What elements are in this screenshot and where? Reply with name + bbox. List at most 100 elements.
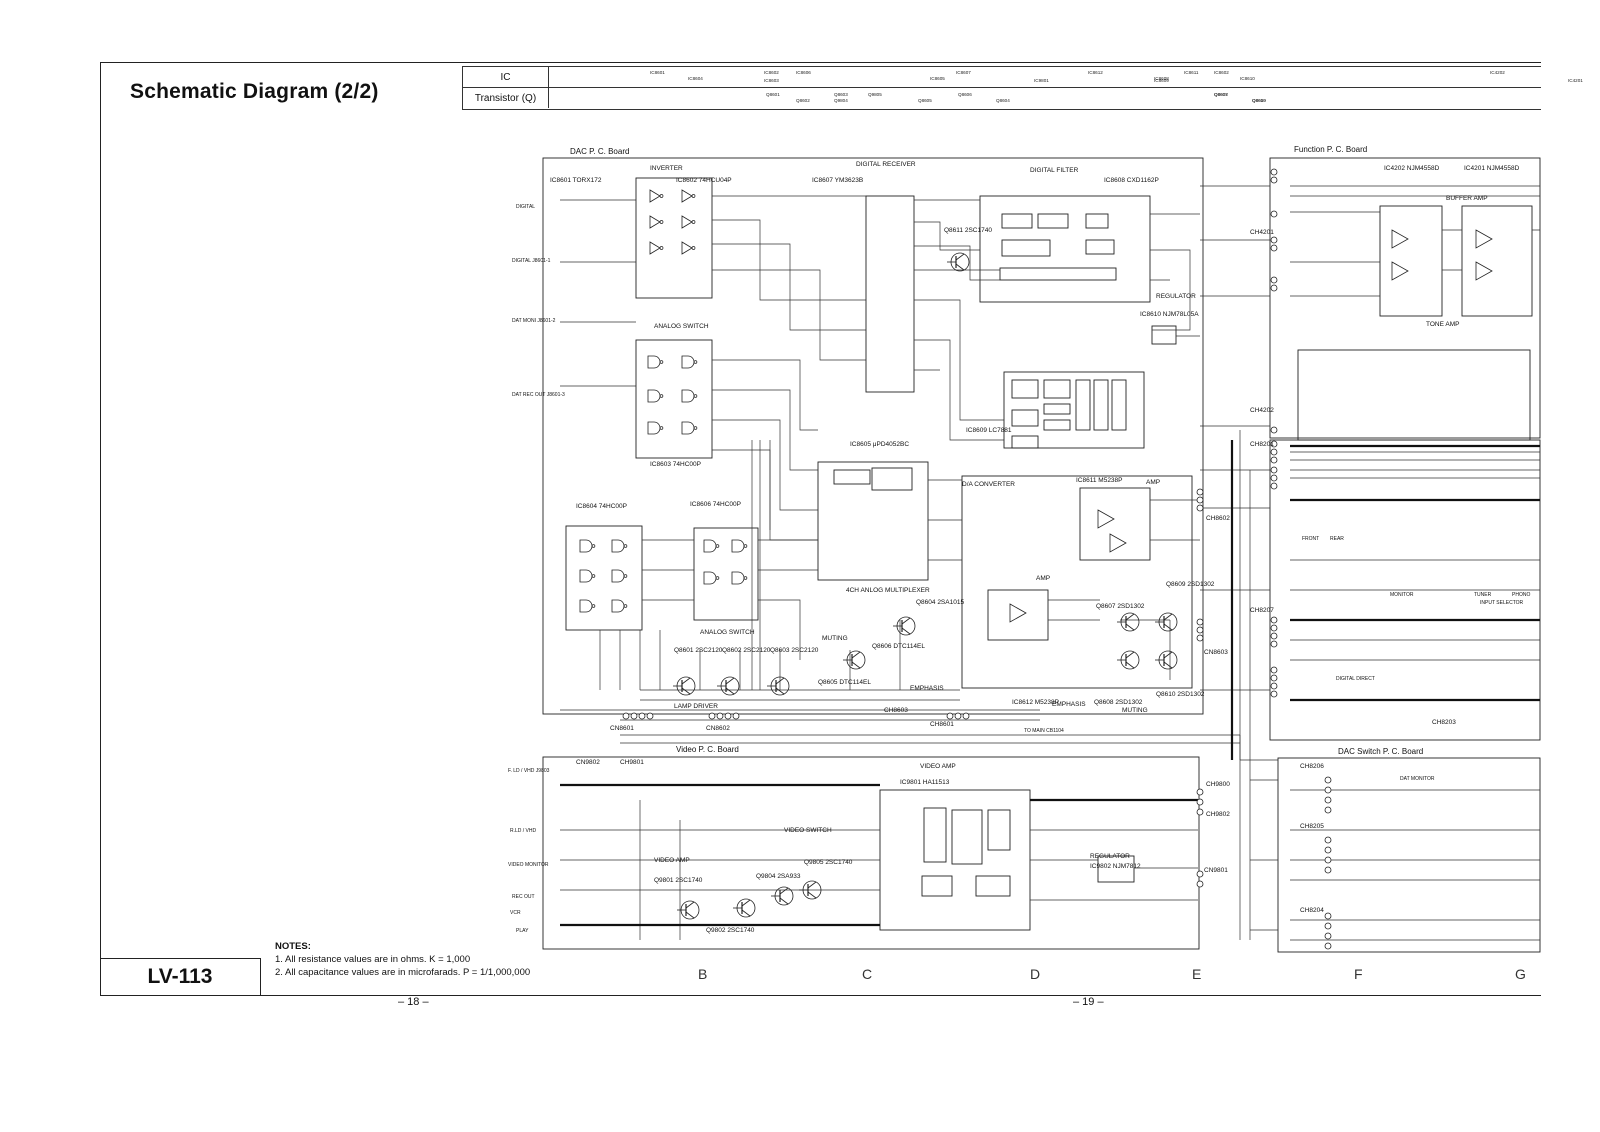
block-multiplexer: 4CH ANLOG MULTIPLEXER xyxy=(846,587,930,594)
label-q8610: Q8610 2SD1302 xyxy=(1156,691,1205,698)
dac-board-outline xyxy=(542,157,1204,715)
label-ch9800: CH9800 xyxy=(1206,781,1230,788)
dac-switch-board-outline xyxy=(1277,757,1541,953)
io-front: FRONT xyxy=(1302,536,1319,542)
block-analog-switch-2: ANALOG SWITCH xyxy=(700,629,755,636)
board-label-dac: DAC P. C. Board xyxy=(570,147,629,156)
label-q8605: Q8605 DTC114EL xyxy=(818,679,871,686)
io-vcr: VCR xyxy=(510,910,521,916)
block-emphasis-1: EMPHASIS xyxy=(910,685,944,692)
label-q8606: Q8606 DTC114EL xyxy=(872,643,925,650)
ic-ref-cell: IC9801 xyxy=(1034,78,1049,83)
block-amp-1: AMP xyxy=(1146,479,1160,486)
block-video-switch: VIDEO SWITCH xyxy=(784,827,832,834)
block-lamp-driver: LAMP DRIVER xyxy=(674,703,718,710)
label-ic9801: IC9801 HA11513 xyxy=(900,779,950,786)
label-cn9802: CN9802 xyxy=(576,759,600,766)
notes-heading: NOTES: xyxy=(275,941,311,952)
io-r-ld: R.LD / VHD xyxy=(510,828,537,834)
label-ic8602: IC8602 74HCU04P xyxy=(676,177,732,184)
bus-lines xyxy=(560,440,1540,927)
label-ic8609: IC8609 LC7881 xyxy=(966,427,1012,434)
schematic-labels: DAC P. C. Board Video P. C. Board Functi… xyxy=(508,145,1530,934)
transistor-ref-cell: Q9805 xyxy=(868,92,882,97)
label-q8608: Q8608 2SD1302 xyxy=(1094,699,1143,706)
block-analog-switch-1: ANALOG SWITCH xyxy=(654,323,709,330)
transistor-ref-cell: Q8607 xyxy=(1214,92,1228,97)
transistor-ref-cell: Q8604 xyxy=(996,98,1010,103)
label-q8607: Q8607 2SD1302 xyxy=(1096,603,1145,610)
block-amp-2: AMP xyxy=(1036,575,1050,582)
io-play: PLAY xyxy=(516,928,529,934)
ic-ref-cell: IC8610 xyxy=(1240,76,1255,81)
ic-ref-cell: IC8605 xyxy=(930,76,945,81)
io-rear: REAR xyxy=(1330,536,1344,542)
block-buffer-amp: BUFFER AMP xyxy=(1446,195,1488,202)
label-cn9801: CN9801 xyxy=(1204,867,1228,874)
label-ch8207: CH8207 xyxy=(1250,607,1274,614)
inverter-gates xyxy=(649,189,696,255)
ic-ref-cell: IC8604 xyxy=(688,76,703,81)
transistor-ref-cell: Q8603 xyxy=(834,92,848,97)
function-board-top xyxy=(1269,157,1541,439)
label-cn8602: CN8602 xyxy=(706,725,730,732)
column-letter-e: E xyxy=(1192,966,1202,982)
io-to-main: TO MAIN CB1104 xyxy=(1024,728,1064,734)
column-letter-c: C xyxy=(862,966,873,982)
block-video-amp-1: VIDEO AMP xyxy=(920,763,956,770)
label-ic8604: IC8604 74HC00P xyxy=(576,503,627,510)
io-phono: PHONO xyxy=(1512,592,1530,598)
label-ic8607: IC8607 YM3623B xyxy=(812,177,863,184)
column-letter-d: D xyxy=(1030,966,1041,982)
ic8609-body xyxy=(1003,371,1145,449)
notes: NOTES: 1. All resistance values are in o… xyxy=(275,940,530,979)
column-letter-g: G xyxy=(1515,966,1526,982)
wiring xyxy=(560,185,1540,941)
block-regulator-video: REGULATOR xyxy=(1090,853,1130,860)
label-q8603: Q8603 2SC2120 xyxy=(770,647,819,654)
ic8607-body xyxy=(865,195,915,393)
page-number-left: – 18 – xyxy=(398,996,429,1008)
ic-ref-cell: IC8601 xyxy=(650,70,665,75)
column-letter-b: B xyxy=(698,966,708,982)
io-tuner: TUNER xyxy=(1474,592,1492,598)
ic-ref-cell: IC8602 xyxy=(1214,70,1229,75)
connector-pins xyxy=(622,168,1332,950)
block-inverter: INVERTER xyxy=(650,165,683,172)
label-ic4201: IC4201 NJM4558D xyxy=(1464,165,1520,172)
ic8603-body xyxy=(635,339,713,459)
io-digital-direct: DIGITAL DIRECT xyxy=(1336,676,1375,682)
model-number: LV-113 xyxy=(100,958,261,995)
label-ch8201: CH8201 xyxy=(1250,441,1274,448)
transistor-ref-cell: Q8602 xyxy=(796,98,810,103)
ic-header: IC xyxy=(463,67,549,87)
label-ic8611: IC8611 M5238P xyxy=(1076,477,1123,484)
transistor-ref-cell: Q8606 xyxy=(958,92,972,97)
io-dat-rec-out: DAT REC OUT J8601-3 xyxy=(512,392,565,398)
block-da-converter: D/A CONVERTER xyxy=(962,481,1015,488)
io-rec-out: REC OUT xyxy=(512,894,535,900)
io-dat-monitor: DAT MONITOR xyxy=(1400,776,1435,782)
label-ic8608: IC8608 CXD1162P xyxy=(1104,177,1159,184)
ic-ref-cell: IC4202 xyxy=(1490,70,1505,75)
ic8608-body xyxy=(979,195,1151,303)
label-ch8602: CH8602 xyxy=(1206,515,1230,522)
ic8604-body xyxy=(565,525,643,631)
board-label-function: Function P. C. Board xyxy=(1294,145,1367,154)
ic-ref-cell: IC8603 xyxy=(764,78,779,83)
ic8602-body xyxy=(635,177,713,299)
transistor-ref-cell: Q9804 xyxy=(834,98,848,103)
transistors xyxy=(672,252,1178,920)
nand-gates xyxy=(579,355,748,613)
block-tone-amp: TONE AMP xyxy=(1426,321,1459,328)
ic-ref-cell: IC8612 xyxy=(1088,70,1103,75)
io-input-selector: INPUT SELECTOR xyxy=(1480,600,1524,606)
block-digital-filter: DIGITAL FILTER xyxy=(1030,167,1079,174)
ic8606-body xyxy=(693,527,759,621)
block-emphasis-2: EMPHASIS xyxy=(1052,701,1086,708)
label-q9801: Q9801 2SC1740 xyxy=(654,877,703,884)
label-ic8606: IC8606 74HC00P xyxy=(690,501,741,508)
